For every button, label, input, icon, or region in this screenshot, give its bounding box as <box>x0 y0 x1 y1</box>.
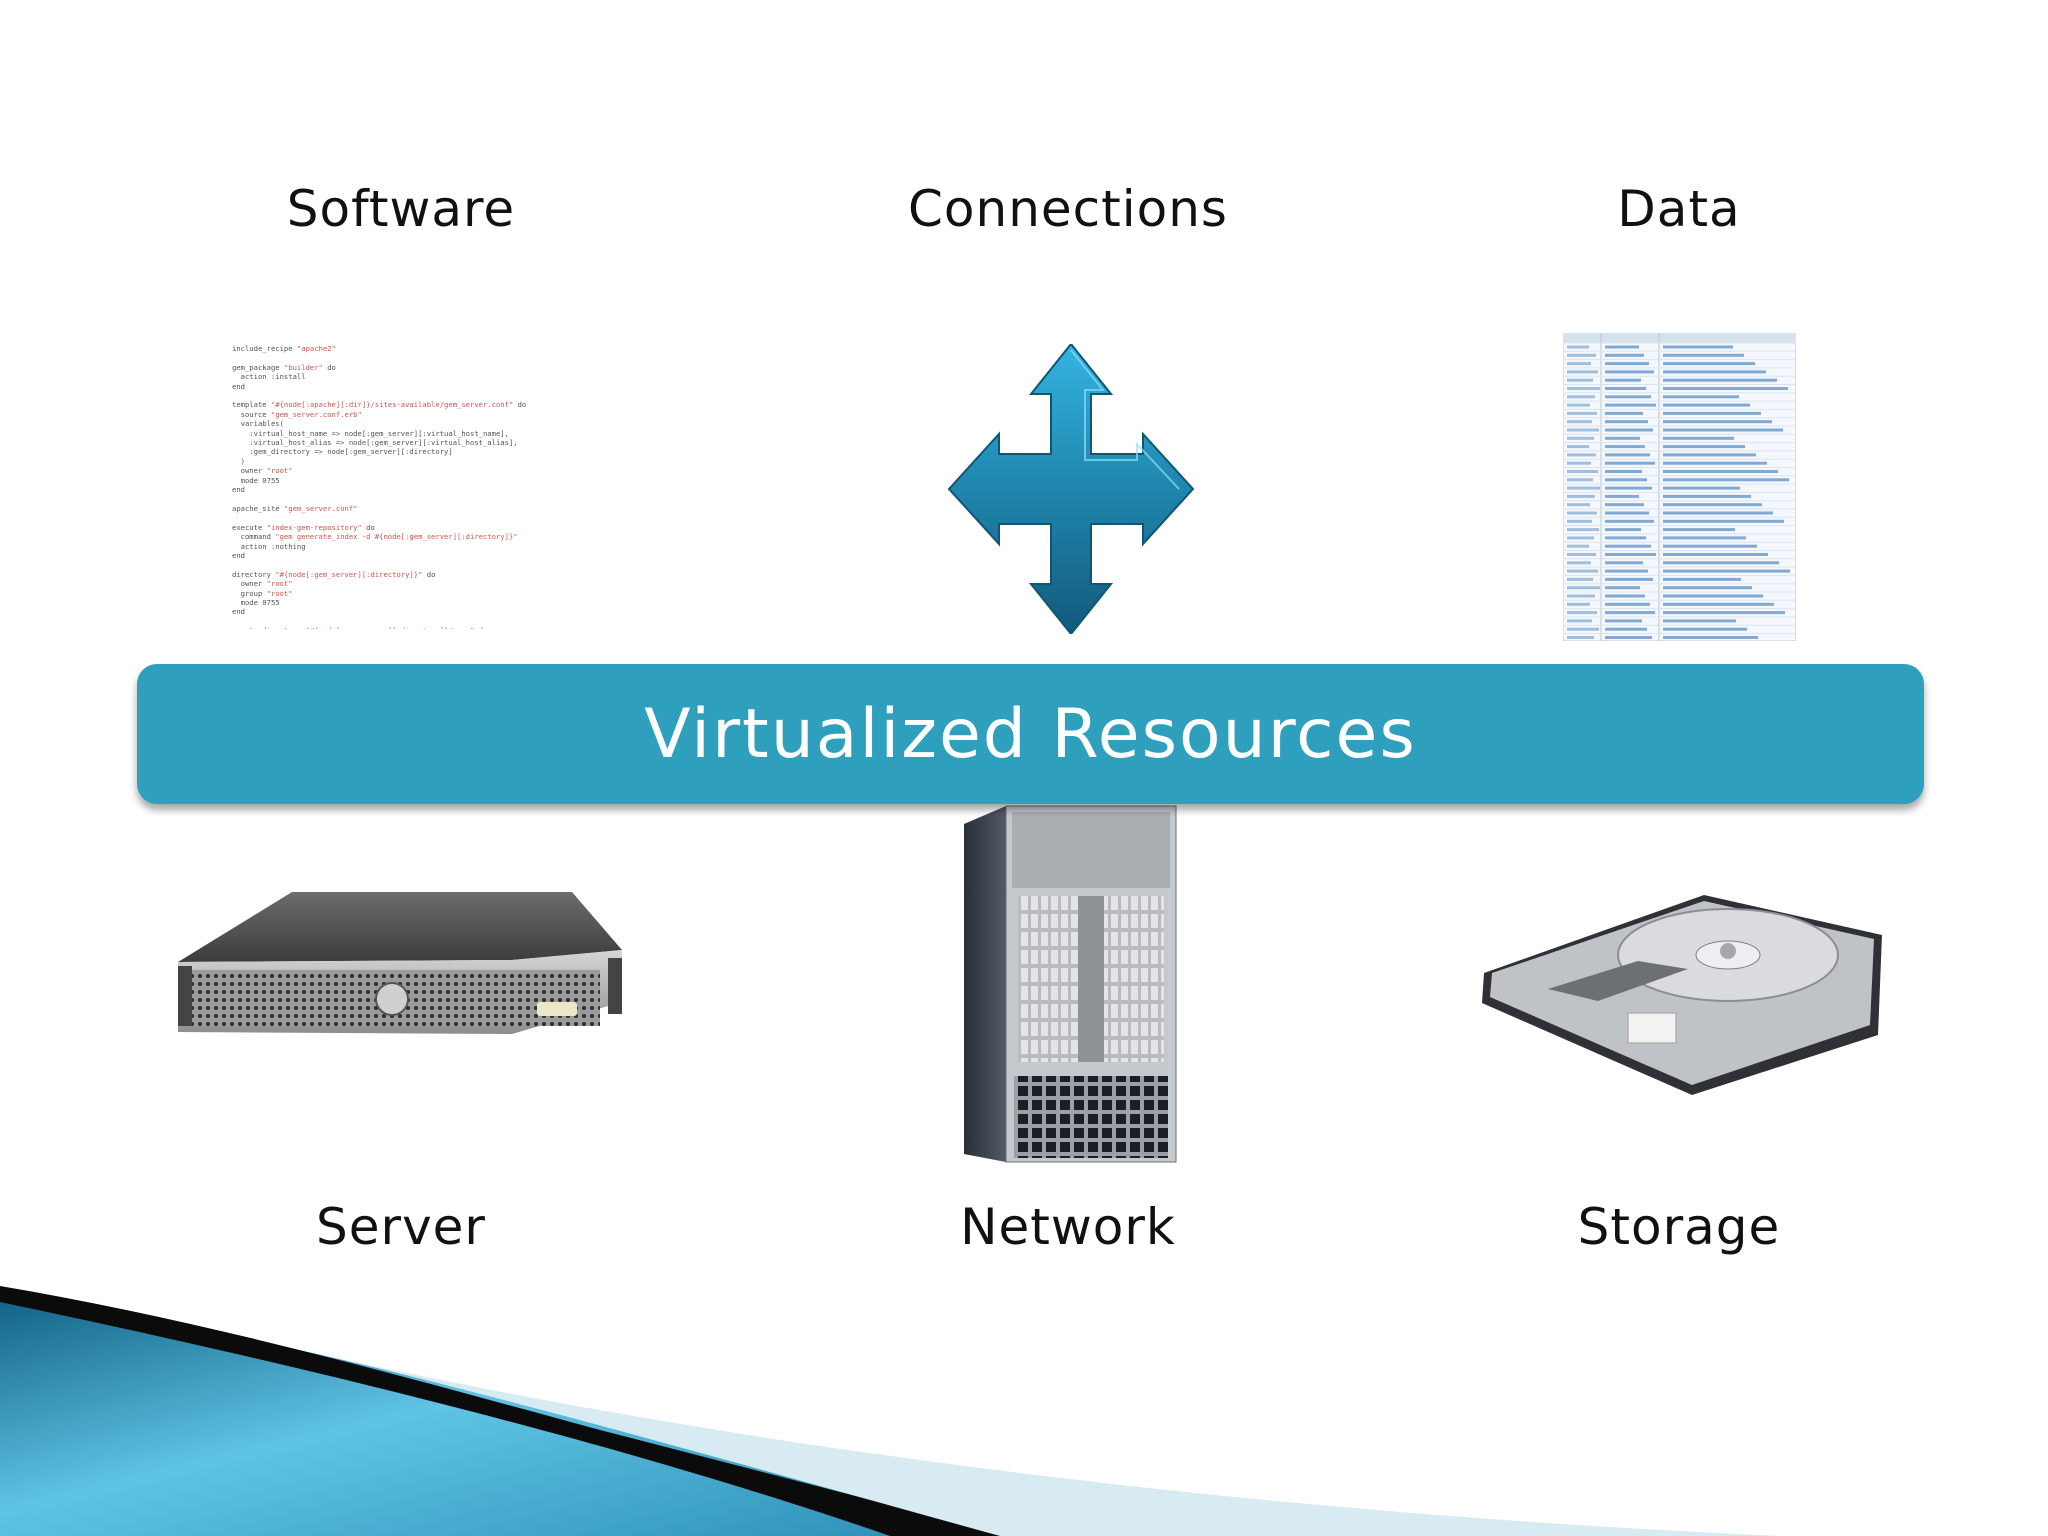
decorative-corner-swoosh <box>0 1286 1780 1536</box>
banner-title: Virtualized Resources <box>644 694 1417 774</box>
code-snippet-image: include_recipe "apache2" gem_package "bu… <box>232 344 527 629</box>
label-server: Server <box>316 1198 486 1256</box>
spreadsheet-table-image <box>1563 333 1796 641</box>
label-connections: Connections <box>908 180 1228 238</box>
label-data: Data <box>1617 180 1741 238</box>
four-way-arrow-icon <box>947 344 1195 634</box>
rack-server-image <box>178 892 622 1034</box>
label-network: Network <box>960 1198 1176 1256</box>
label-software: Software <box>286 180 516 238</box>
hard-disk-drive-image <box>1482 895 1882 1095</box>
label-storage: Storage <box>1577 1198 1781 1256</box>
network-switch-chassis-image <box>964 805 1177 1163</box>
virtualized-resources-banner: Virtualized Resources <box>137 664 1924 804</box>
